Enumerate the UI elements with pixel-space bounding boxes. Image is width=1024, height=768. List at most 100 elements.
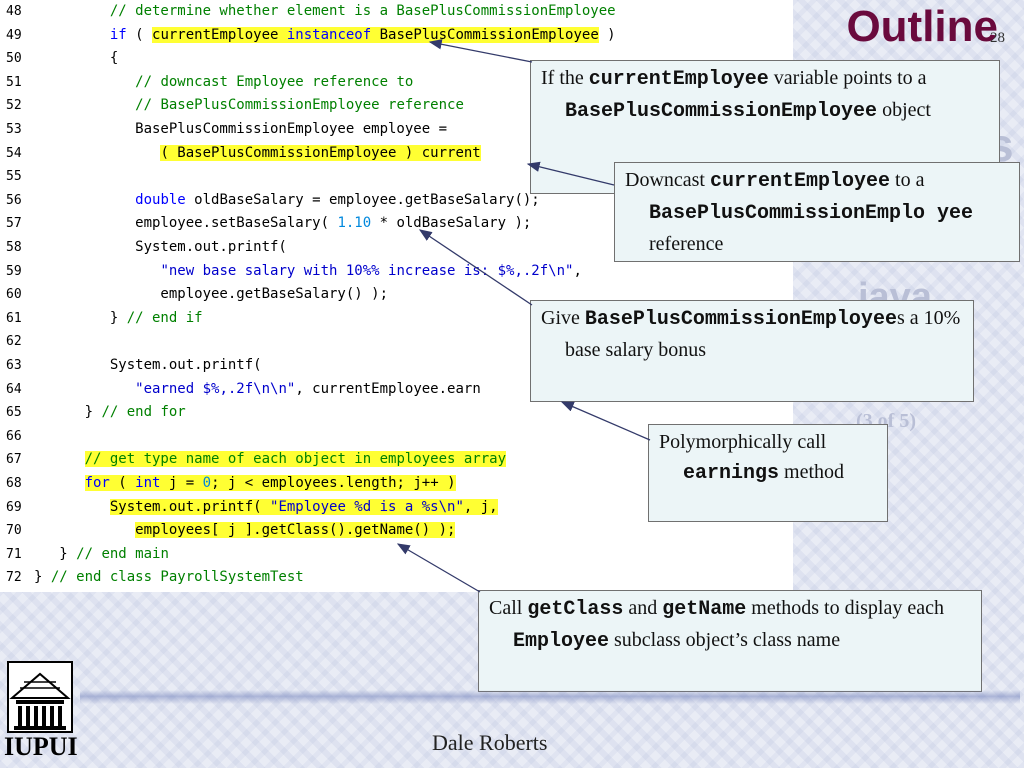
code-segment: } bbox=[34, 569, 51, 586]
code-text: employees[ j ].getClass().getName() ); bbox=[34, 519, 456, 542]
line-number: 53 bbox=[6, 122, 22, 137]
code-segment bbox=[34, 74, 135, 90]
footer-stripe bbox=[80, 690, 1020, 704]
line-number: 56 bbox=[6, 192, 22, 208]
line-number: 52 bbox=[6, 98, 22, 114]
code-segment: // end for bbox=[101, 404, 186, 421]
code-segment bbox=[34, 522, 135, 538]
code-text: } // end if bbox=[34, 307, 203, 330]
callout-code-term: BasePlusCommissionEmployee bbox=[584, 308, 897, 331]
code-segment bbox=[34, 451, 85, 467]
code-text: } // end main bbox=[34, 543, 169, 566]
code-text: if ( currentEmployee instanceof BasePlus… bbox=[34, 24, 616, 47]
callout-code-term: currentEmployee bbox=[588, 68, 769, 91]
code-segment bbox=[34, 27, 110, 43]
code-segment: "Employee %d is a %s\n" bbox=[270, 498, 464, 515]
callout-code-term: getName bbox=[662, 598, 747, 621]
logo-text: IUPUI bbox=[4, 732, 78, 761]
callout-bonus: Give BasePlusCommissionEmployees a 10% b… bbox=[530, 300, 974, 402]
line-number: 66 bbox=[6, 428, 22, 444]
line-number: 72 bbox=[6, 570, 22, 586]
code-segment: // downcast Employee reference to bbox=[135, 73, 414, 90]
code-text: // BasePlusCommissionEmployee reference bbox=[34, 94, 464, 117]
code-segment: int bbox=[135, 475, 161, 491]
code-text: // get type name of each object in emplo… bbox=[34, 448, 507, 471]
line-number: 50 bbox=[6, 51, 22, 67]
code-segment: * oldBaseSalary ); bbox=[371, 215, 532, 232]
code-segment: // end if bbox=[126, 309, 203, 326]
outline-title: Outline bbox=[846, 2, 998, 51]
code-segment: , currentEmployee.earn bbox=[295, 380, 481, 397]
line-number: 55 bbox=[6, 169, 22, 185]
callout-text: methods to display each bbox=[746, 597, 944, 619]
callout-text: Downcast bbox=[625, 169, 710, 191]
code-segment: // determine whether element is a BasePl… bbox=[109, 3, 616, 19]
code-segment: , j, bbox=[463, 498, 498, 515]
callout-code-term: Employee bbox=[513, 630, 610, 653]
code-segment: ; j < employees.length; j++ ) bbox=[211, 475, 456, 491]
code-segment: , bbox=[573, 262, 582, 279]
callout-text: subclass object’s class name bbox=[609, 629, 841, 651]
line-number: 65 bbox=[6, 405, 22, 421]
code-text: } // end class PayrollSystemTest bbox=[34, 566, 304, 589]
line-number: 70 bbox=[6, 523, 22, 539]
code-segment bbox=[34, 475, 85, 491]
callout-getclass: Call getClass and getName methods to dis… bbox=[478, 590, 982, 692]
callout-text: Polymorphically call bbox=[659, 431, 827, 453]
code-segment bbox=[34, 263, 160, 279]
callout-downcast: Downcast currentEmployee to a BasePlusCo… bbox=[614, 162, 1020, 262]
code-text: "new base salary with 10%% increase is: … bbox=[34, 260, 582, 283]
line-number: 60 bbox=[6, 287, 22, 303]
code-text: System.out.printf( "Employee %d is a %s\… bbox=[34, 496, 498, 519]
code-text: // downcast Employee reference to bbox=[34, 71, 413, 94]
code-segment: } bbox=[34, 309, 127, 326]
code-segment: employee.getBaseSalary() ); bbox=[34, 286, 389, 303]
line-number: 64 bbox=[6, 381, 22, 397]
code-segment: "earned $%,.2f\n\n" bbox=[135, 380, 296, 397]
code-segment bbox=[34, 97, 135, 113]
code-segment: double bbox=[135, 191, 186, 208]
line-number: 49 bbox=[6, 27, 22, 43]
callout-text: to a bbox=[890, 169, 925, 191]
line-number: 54 bbox=[6, 145, 22, 161]
callout-code-term: BasePlusCommissionEmplo yee bbox=[649, 202, 974, 225]
line-number: 67 bbox=[6, 452, 22, 468]
callout-text: object bbox=[877, 99, 931, 121]
code-segment bbox=[34, 499, 110, 515]
code-segment: ) bbox=[598, 26, 616, 43]
code-segment: System.out.printf( bbox=[34, 357, 262, 373]
code-text: for ( int j = 0; j < employees.length; j… bbox=[34, 472, 456, 495]
callout-code-term: BasePlusCommissionEmployee bbox=[565, 100, 878, 123]
code-segment: 1.10 bbox=[337, 215, 372, 232]
line-number: 68 bbox=[6, 476, 22, 491]
code-text: } // end for bbox=[34, 401, 186, 424]
callout-text: Give bbox=[541, 307, 585, 329]
line-number: 69 bbox=[6, 499, 22, 515]
code-segment: ( bbox=[126, 26, 153, 43]
code-segment: 0 bbox=[202, 475, 212, 491]
line-number: 62 bbox=[6, 334, 22, 350]
code-segment bbox=[34, 192, 135, 208]
code-segment bbox=[34, 145, 160, 161]
line-number: 57 bbox=[6, 216, 22, 232]
callout-code-term: currentEmployee bbox=[709, 170, 891, 193]
callout-text: method bbox=[779, 461, 845, 483]
callout-text: reference bbox=[649, 233, 724, 255]
code-segment: } bbox=[34, 404, 102, 421]
callout-text: s a 10% base salary bonus bbox=[565, 307, 961, 361]
callout-code-term: getClass bbox=[527, 598, 624, 621]
code-segment: j = bbox=[160, 475, 203, 491]
callout-code-term: earnings bbox=[683, 462, 780, 485]
line-number: 71 bbox=[6, 546, 22, 562]
callout-text: Call bbox=[489, 597, 528, 619]
iupui-logo-icon bbox=[7, 661, 73, 733]
code-segment: System.out.printf( bbox=[34, 239, 287, 255]
code-segment: ( BasePlusCommissionEmployee ) current bbox=[160, 144, 481, 161]
line-number: 63 bbox=[6, 358, 22, 373]
code-segment: instanceof bbox=[286, 26, 372, 43]
code-segment bbox=[34, 3, 110, 19]
code-text: System.out.printf( bbox=[34, 236, 287, 259]
line-number: 59 bbox=[6, 263, 22, 279]
code-segment: // get type name of each object in emplo… bbox=[84, 451, 507, 468]
callout-earnings: Polymorphically call earnings method bbox=[648, 424, 888, 522]
